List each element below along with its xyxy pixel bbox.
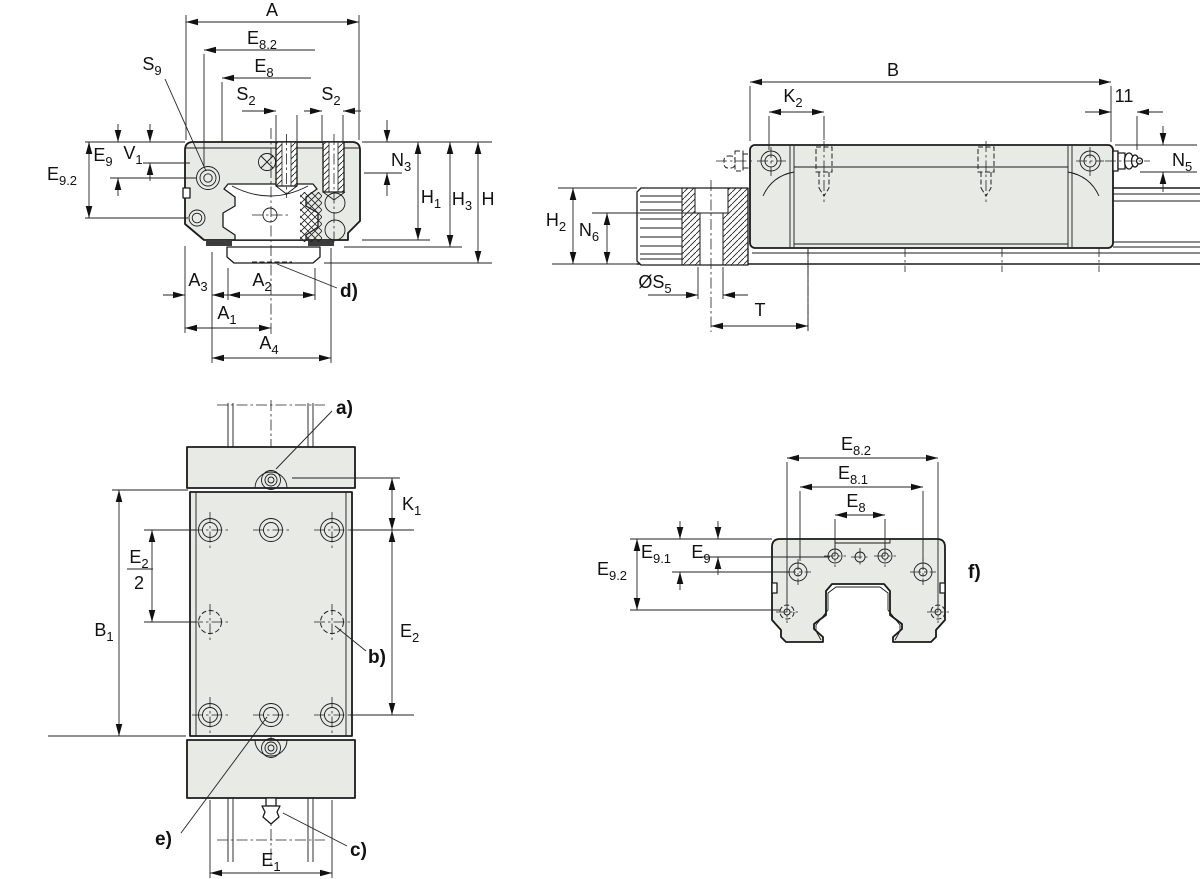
- plan-dimensions: [48, 410, 414, 878]
- end-side-notch-right: [939, 582, 946, 594]
- end-cap-bottom: [186, 739, 356, 799]
- rail-end-section: [636, 180, 749, 332]
- mounting-holes: [192, 512, 350, 733]
- side-view: B K2 11 N5 H2 N6 ØS5 T: [546, 60, 1200, 332]
- label-A1: A1: [217, 303, 236, 327]
- label-B1: B1: [94, 620, 113, 644]
- callout-c: c): [350, 840, 367, 861]
- callout-e: e): [155, 829, 172, 850]
- callout-f: f): [968, 562, 981, 583]
- carriage-plan-body: [189, 491, 353, 737]
- callout-b: b): [368, 647, 386, 668]
- callout-d: d): [340, 281, 358, 302]
- label-N3: N3: [391, 150, 411, 174]
- label-H2: H2: [546, 210, 566, 234]
- label-end-E8.2: E8.2: [841, 434, 871, 458]
- label-end-E8.1: E8.1: [838, 463, 868, 487]
- label-E2-half-den: 2: [134, 573, 144, 593]
- ball-lower: [324, 219, 346, 241]
- label-OS5: ØS5: [638, 272, 671, 296]
- label-end-E8: E8: [846, 491, 865, 515]
- label-end-E9.2: E9.2: [597, 559, 627, 583]
- seal-strip-right: [308, 240, 334, 246]
- s2-thread-right: [322, 141, 346, 201]
- end-dimensions: [630, 454, 939, 611]
- roller-zone: [300, 192, 322, 242]
- label-A3: A3: [188, 270, 207, 294]
- side-lube-hole: [188, 209, 206, 227]
- label-E8: E8: [254, 56, 273, 80]
- label-B: B: [887, 60, 899, 80]
- seal-strip-left: [206, 240, 232, 246]
- label-N6: N6: [579, 220, 599, 244]
- label-end-E9: E9: [691, 542, 710, 566]
- label-E2: E2: [400, 621, 419, 645]
- label-A2: A2: [252, 270, 271, 294]
- lube-boss-top: [254, 470, 288, 490]
- end-view: E8.2 E8.1 E8 E9 E9.1 E9.2 f): [597, 434, 981, 643]
- ball-upper: [324, 192, 346, 214]
- label-V1: V1: [123, 143, 142, 167]
- label-H1: H1: [421, 187, 441, 211]
- label-H3: H3: [452, 189, 472, 213]
- label-E9.2: E9.2: [47, 164, 77, 188]
- label-T: T: [755, 300, 766, 320]
- side-notch: [182, 187, 191, 199]
- hidden-screw-2: [977, 141, 995, 202]
- label-end-E9.1: E9.1: [641, 542, 671, 566]
- label-S2-left: S2: [236, 84, 255, 108]
- end-view-body: [771, 538, 946, 643]
- label-K1: K1: [402, 494, 421, 518]
- front-view: A E8.2 E8 S2 S2 S9 V1 E9 E9.2 N3 H1 H3 H…: [47, 0, 495, 363]
- lube-boss-bottom: [254, 738, 288, 758]
- end-cap-top: [186, 446, 356, 489]
- label-E9: E9: [93, 145, 112, 169]
- label-11: 11: [1115, 86, 1134, 106]
- grease-nipple-plan: [261, 797, 281, 825]
- label-N5: N5: [1172, 150, 1192, 174]
- rail-foot: [226, 246, 321, 264]
- hidden-screw-1: [815, 141, 833, 202]
- label-A4: A4: [259, 333, 278, 357]
- label-E2-half-num: E2: [129, 547, 148, 571]
- label-E1: E1: [261, 850, 280, 874]
- end-side-notch-left: [771, 582, 778, 594]
- plan-view: a) K1 E2 2 B1 E2 b) e) c) E1: [48, 398, 421, 878]
- label-E8.2: E8.2: [247, 28, 277, 52]
- front-dimensions: [85, 15, 492, 363]
- label-K2: K2: [783, 86, 802, 110]
- side-dimensions: [552, 78, 1197, 331]
- carriage-side: [749, 144, 1114, 249]
- label-H: H: [482, 189, 495, 209]
- label-S2-right: S2: [321, 84, 340, 108]
- s9-lube-port: [196, 166, 220, 190]
- label-A: A: [266, 0, 278, 20]
- callout-a: a): [336, 398, 353, 419]
- label-S9: S9: [142, 54, 161, 78]
- grease-nipple-left-hidden: [716, 150, 755, 172]
- grease-nipple-right: [1105, 150, 1150, 172]
